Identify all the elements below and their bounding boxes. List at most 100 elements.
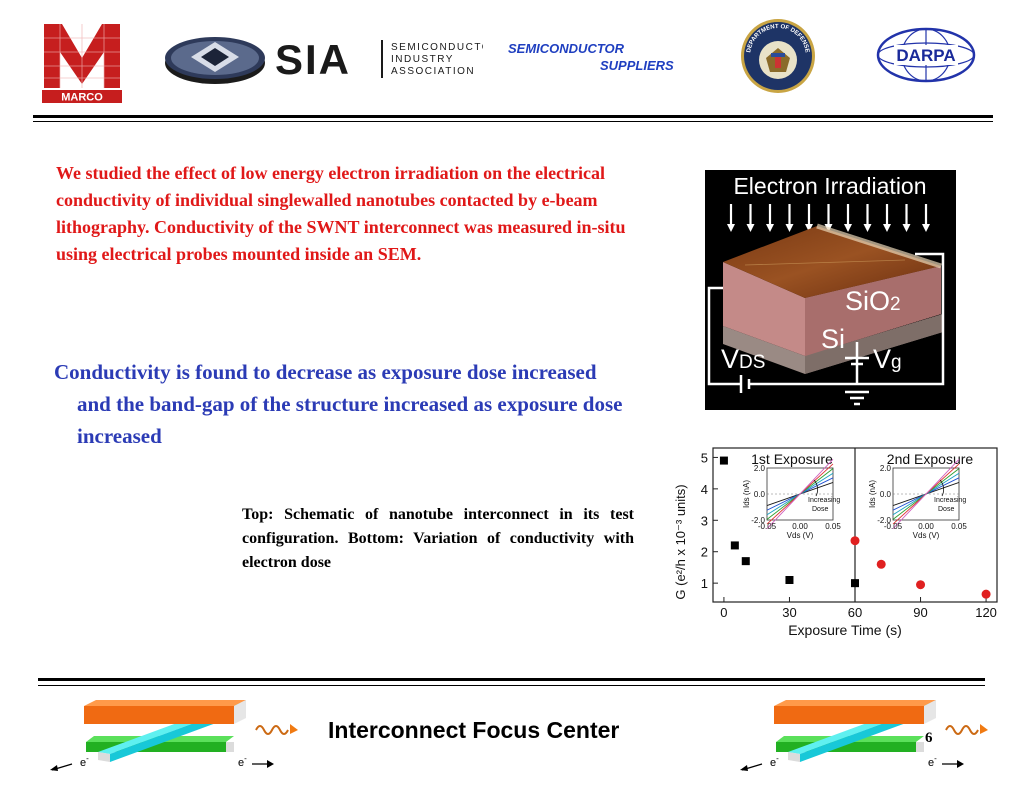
sio2-label: SiO2 <box>845 286 901 316</box>
y-tick-label: 3 <box>701 513 708 528</box>
inset-x-tick-label: 0.05 <box>951 522 967 531</box>
inset-y-tick-label: -2.0 <box>751 516 765 525</box>
finding-paragraph: Conductivity is found to decrease as exp… <box>54 360 623 448</box>
figure-caption: Top: Schematic of nanotube interconnect … <box>242 506 634 571</box>
beam-arrow-head <box>766 224 774 232</box>
orange-bar-end <box>924 700 936 724</box>
x-tick-label: 120 <box>975 605 997 620</box>
x-tick-label: 0 <box>720 605 727 620</box>
electron-label-left: e- <box>770 754 779 769</box>
plot-insets: 1st ExposureIncreasingDose2.00.0-2.0-0.0… <box>742 451 973 540</box>
beam-arrow-head <box>883 224 891 232</box>
beam-arrow-head <box>727 224 735 232</box>
orange-bar-end <box>234 700 246 724</box>
footer-title: Interconnect Focus Center <box>328 717 620 743</box>
vds-label: VDS <box>721 344 765 374</box>
orange-bar-front <box>84 706 234 724</box>
electron-arrow-right-head <box>267 760 274 768</box>
vg-label-main: V <box>873 344 891 374</box>
x-tick-label: 30 <box>782 605 796 620</box>
header-rule-thick <box>33 115 993 118</box>
data-point-second-exposure <box>850 536 860 546</box>
signal-squiggle-icon <box>945 725 979 735</box>
interconnect-logo-right: e-e- <box>740 700 988 771</box>
beam-arrow-head <box>863 224 872 232</box>
darpa-label: DARPA <box>896 46 955 65</box>
sia-line-3: ASSOCIATION <box>391 66 475 77</box>
irradiation-schematic: Electron Irradiation SiO2 Si VDS Vg <box>705 170 956 410</box>
cyan-bar-end <box>788 752 800 762</box>
electron-charge-right: - <box>244 754 247 763</box>
inset-y-tick-label: 2.0 <box>880 464 892 473</box>
inset-y-tick-label: 0.0 <box>754 490 766 499</box>
conductance-plot: 1st ExposureIncreasingDose2.00.0-2.0-0.0… <box>665 442 1005 642</box>
si-label: Si <box>821 324 845 354</box>
electron-charge-left: - <box>776 754 779 763</box>
y-tick-label: 2 <box>701 545 708 560</box>
dose-arrow <box>813 479 818 497</box>
dose-arrow <box>939 479 944 497</box>
x-tick-label: 90 <box>913 605 927 620</box>
sia-line-1: SEMICONDUCTOR <box>391 42 483 53</box>
marco-label: MARCO <box>61 92 103 104</box>
plot-points <box>719 456 991 599</box>
beam-arrow-head <box>785 224 794 232</box>
inset-y-tick-label: -2.0 <box>877 516 891 525</box>
page-number: 6 <box>925 730 933 746</box>
green-bar-end <box>916 742 924 752</box>
electron-label-right: e- <box>928 754 937 769</box>
beam-arrow-head <box>805 224 813 232</box>
data-point-first-exposure <box>719 456 728 465</box>
inset-x-tick-label: 0.00 <box>792 522 808 531</box>
data-point-first-exposure <box>730 541 739 550</box>
inset-x-tick-label: -0.05 <box>758 522 777 531</box>
signal-arrow-icon <box>980 724 988 734</box>
sia-logo: SIA SEMICONDUCTOR INDUSTRY ASSOCIATION <box>165 36 483 84</box>
inset-title: 1st Exposure <box>751 451 833 467</box>
inset-x-label: Vds (V) <box>787 531 814 540</box>
footer-rule-thin <box>38 685 985 686</box>
iv-curve <box>892 459 960 529</box>
vds-label-sub: DS <box>739 352 765 373</box>
sia-line-2: INDUSTRY <box>391 54 454 65</box>
inset-title: 2nd Exposure <box>887 451 974 467</box>
electron-label-left: e- <box>80 754 89 769</box>
inset-x-tick-label: 0.00 <box>918 522 934 531</box>
data-point-second-exposure <box>916 580 926 590</box>
suppliers-line-2: SUPPLIERS <box>600 58 674 73</box>
orange-bar-top <box>774 700 936 706</box>
electron-arrow-left-head <box>740 765 748 771</box>
vds-label-main: V <box>721 344 739 374</box>
data-point-second-exposure <box>876 559 886 569</box>
inset-x-label: Vds (V) <box>913 531 940 540</box>
suppliers-line-1: SEMICONDUCTOR <box>508 41 625 56</box>
signal-squiggle-icon <box>255 725 289 735</box>
plot-y-label: G (e²/h x 10⁻³ units) <box>673 484 688 599</box>
inset-y-label: Ids (nA) <box>742 480 751 508</box>
marco-logo: MARCO <box>40 18 124 104</box>
header-rule-thin <box>33 121 993 122</box>
electron-label-right: e- <box>238 754 247 769</box>
electron-arrow-right-head <box>957 760 964 768</box>
inset-y-tick-label: 0.0 <box>880 490 892 499</box>
inset-annotation: Increasing <box>808 497 840 504</box>
dod-seal-icon: DEPARTMENT OF DEFENSE <box>741 19 815 93</box>
semiconductor-suppliers-label: SEMICONDUCTOR SUPPLIERS <box>508 40 708 74</box>
darpa-logo: DARPA <box>876 27 976 83</box>
electron-charge-left: - <box>86 754 89 763</box>
inset-x-tick-label: -0.05 <box>884 522 903 531</box>
data-point-first-exposure <box>785 576 794 584</box>
data-point-first-exposure <box>851 579 859 588</box>
orange-bar-front <box>774 706 924 724</box>
sio2-label-sub: 2 <box>890 294 901 315</box>
vg-label-sub: g <box>891 352 902 373</box>
intro-paragraph: We studied the effect of low energy elec… <box>56 163 626 264</box>
footer-rule-thick <box>38 678 985 681</box>
green-bar-end <box>226 742 234 752</box>
data-point-second-exposure <box>981 589 991 599</box>
interconnect-logo-left: e-e- <box>50 700 298 771</box>
y-tick-label: 4 <box>701 482 708 497</box>
inset-x-tick-label: 0.05 <box>825 522 841 531</box>
inset-annotation: Dose <box>938 506 954 513</box>
